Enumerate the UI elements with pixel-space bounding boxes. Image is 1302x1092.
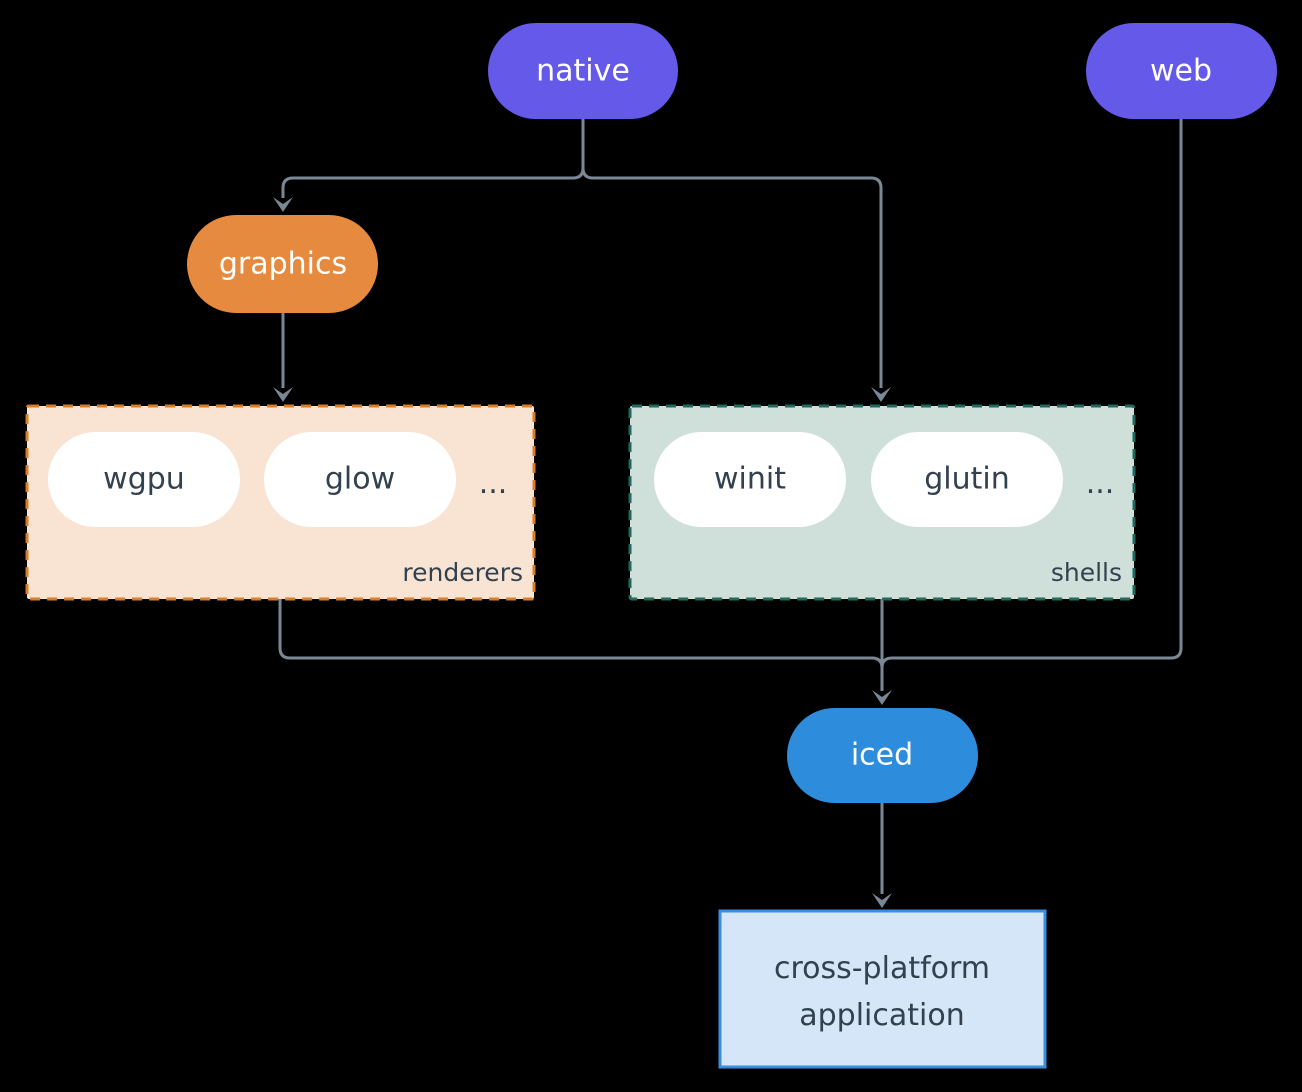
node-winit: [654, 432, 846, 527]
node-app: cross-platform application: [718, 909, 1047, 1069]
node-graphics-label: graphics: [219, 247, 347, 282]
node-glow-label: glow: [325, 462, 395, 497]
node-web-label: web: [1150, 54, 1212, 89]
node-graphics: graphics: [187, 215, 378, 313]
arrowhead-into-graphics: [273, 197, 293, 212]
node-web: web: [1086, 23, 1277, 119]
arrowhead-into-app: [872, 893, 892, 908]
node-graphics-pill: [187, 215, 378, 313]
node-wgpu-label: wgpu: [103, 462, 185, 497]
node-native: native: [488, 23, 678, 119]
shells-group-label: shells: [1051, 558, 1122, 587]
node-iced-label: iced: [851, 738, 913, 773]
node-glutin: [871, 432, 1063, 527]
node-iced-pill: [787, 708, 978, 803]
group-renderers: wgpu glow ... renderers: [25, 404, 536, 601]
node-web-pill: [1086, 23, 1277, 119]
arrowhead-into-iced: [872, 690, 892, 705]
node-glow: [264, 432, 456, 527]
app-label-line1: cross-platform: [774, 951, 990, 986]
arrowheads: [273, 197, 892, 908]
edges: [278, 119, 1183, 894]
group-shells: winit glutin ... shells: [628, 404, 1136, 601]
app-label-line2: application: [799, 998, 964, 1033]
renderers-group-label: renderers: [402, 558, 523, 587]
node-wgpu: [48, 432, 240, 527]
node-native-pill: [488, 23, 678, 119]
edge-native-to-graphics: [281, 119, 585, 198]
arrowhead-into-renderers: [273, 387, 293, 402]
shells-ellipsis: ...: [1086, 466, 1115, 501]
node-iced: iced: [787, 708, 978, 803]
node-winit-label: winit: [714, 462, 786, 497]
edge-renderers-to-iced: [278, 599, 884, 691]
renderers-ellipsis: ...: [479, 466, 508, 501]
app-box: [718, 909, 1047, 1069]
arrowhead-into-shells: [871, 387, 891, 402]
edge-native-to-shells: [581, 119, 883, 388]
node-glutin-label: glutin: [924, 462, 1010, 497]
node-native-label: native: [536, 54, 630, 89]
